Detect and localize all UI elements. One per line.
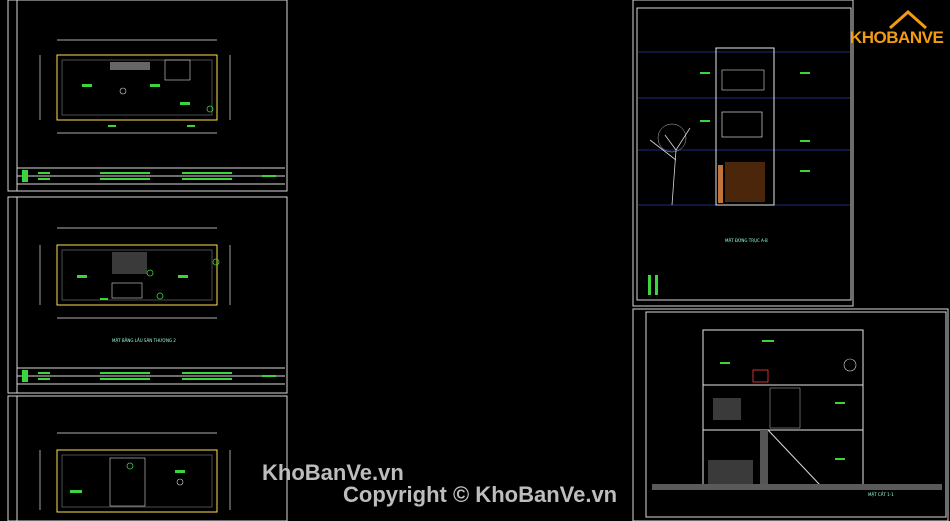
plan-3-drawing [39, 432, 231, 513]
khobanve-logo: KHOBANVE [850, 8, 944, 52]
watermark-copyright: Copyright © KhoBanVe.vn [343, 482, 618, 507]
elevation-caption: MẶT ĐỨNG TRỤC A-B [725, 238, 768, 243]
plan-1-drawing [22, 39, 276, 182]
watermark-site: KhoBanVe.vn [262, 460, 404, 485]
sheet-section [632, 308, 949, 521]
logo-text: KHOBANVE [850, 28, 944, 47]
sheet-floor-plan-3 [7, 395, 288, 521]
house-roof-icon [889, 9, 927, 30]
sheet-floor-plan-1 [7, 0, 288, 192]
section-drawing: MẶT CẮT 1-1 [652, 329, 942, 497]
plan-2-caption: MẶT BẰNG LẦU SÂN THƯỢNG 2 [112, 338, 176, 343]
sheet-elevation [632, 0, 854, 307]
plan-2-drawing: MẶT BẰNG LẦU SÂN THƯỢNG 2 [22, 227, 276, 382]
elevation-drawing: MẶT ĐỨNG TRỤC A-B [637, 47, 850, 295]
sheet-floor-plan-2 [7, 196, 288, 394]
section-caption: MẶT CẮT 1-1 [868, 492, 894, 497]
